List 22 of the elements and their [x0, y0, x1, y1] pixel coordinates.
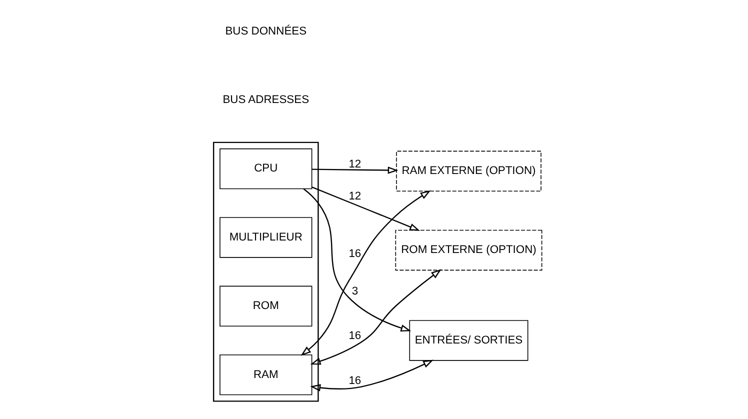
edge-label: 12 — [348, 190, 361, 202]
node-box: MULTIPLIEUR — [219, 217, 312, 258]
node-box: ENTRÉES/ SORTIES — [408, 320, 528, 361]
arrow — [302, 188, 411, 332]
node-box: ROM — [219, 286, 312, 326]
node-box: ROM EXTERNE (OPTION) — [394, 230, 542, 271]
arrow — [300, 190, 430, 356]
edge-label: 16 — [348, 374, 361, 387]
label: BUS ADRESSES — [222, 94, 309, 106]
arrow — [311, 186, 420, 231]
edge-label: 16 — [348, 248, 361, 260]
edge-label: 16 — [348, 330, 361, 342]
edge-label: 12 — [348, 158, 361, 170]
edge-label: 3 — [351, 285, 358, 298]
arrow — [311, 166, 398, 174]
node-box: RAM EXTERNE (OPTION) — [396, 150, 541, 192]
node-box: CPU — [219, 148, 312, 190]
node-box: RAM — [219, 354, 312, 396]
arrow — [310, 269, 441, 365]
cluster — [212, 142, 318, 402]
label: BUS DONNÉES — [224, 25, 306, 38]
arrow — [310, 360, 434, 392]
